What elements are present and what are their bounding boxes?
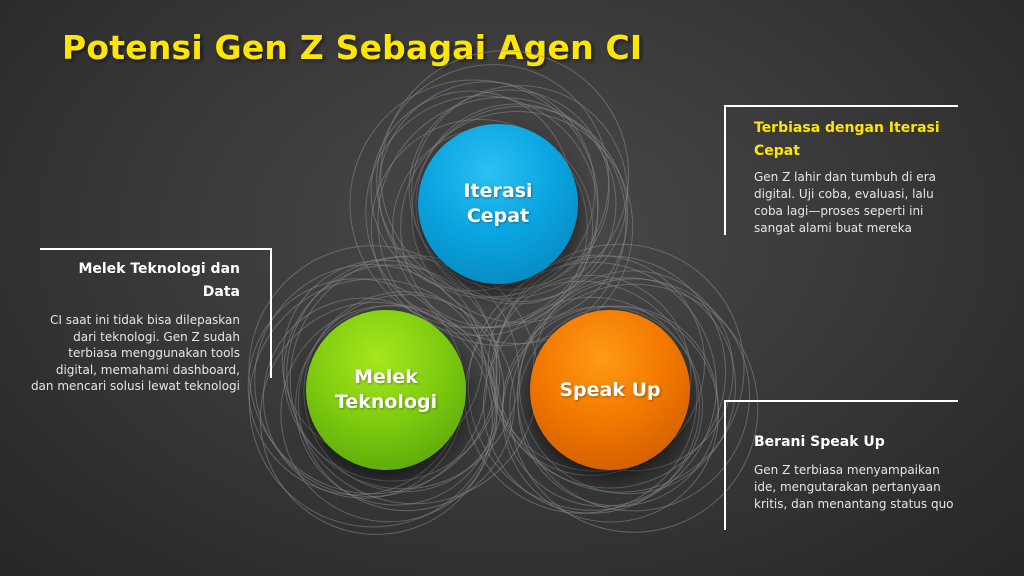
circle-iterasi-cepat: Iterasi Cepat: [418, 124, 578, 284]
decorative-ring: [495, 243, 745, 493]
decorative-ring: [259, 301, 493, 535]
panel-heading: Melek Teknologi dan Data: [78, 261, 240, 300]
decorative-ring: [408, 89, 610, 291]
decorative-ring: [411, 105, 629, 323]
panel-heading: Terbiasa dengan Iterasi Cepat: [754, 120, 940, 159]
panel-iterasi-cepat: Terbiasa dengan Iterasi Cepat Gen Z lahi…: [724, 105, 958, 235]
decorative-ring: [490, 274, 692, 476]
circle-melek-teknologi: Melek Teknologi: [306, 310, 466, 470]
circle-label-melek-teknologi: Melek Teknologi: [334, 366, 438, 413]
decorative-ring: [400, 111, 634, 344]
circle-label-iterasi-cepat: Iterasi Cepat: [463, 180, 533, 227]
decorative-ring: [411, 85, 629, 303]
circle-speak-up: Speak Up: [530, 310, 690, 470]
decorative-ring: [283, 264, 501, 482]
circle-label-speak-up: Speak Up: [559, 378, 661, 401]
decorative-ring: [286, 256, 520, 490]
decorative-ring: [248, 245, 498, 495]
decorative-ring: [297, 294, 515, 512]
decorative-ring: [483, 296, 700, 514]
decorative-ring: [519, 277, 736, 495]
decorative-ring: [493, 255, 727, 489]
panel-text: Gen Z terbiasa menyampaikan ide, menguta…: [754, 463, 954, 511]
panel-speak-up: Berani Speak Up Gen Z terbiasa menyampai…: [724, 400, 958, 530]
decorative-ring: [488, 254, 705, 472]
decorative-ring: [502, 305, 719, 523]
panel-heading: Berani Speak Up: [754, 434, 885, 450]
decorative-ring: [517, 278, 750, 512]
panel-text: Gen Z lahir dan tumbuh di era digital. U…: [754, 170, 936, 235]
decorative-ring: [509, 283, 759, 533]
panel-text: CI saat ini tidak bisa dilepaskan dari t…: [30, 313, 240, 393]
page-title: Potensi Gen Z Sebagai Agen CI: [62, 28, 643, 67]
panel-melek-teknologi: Melek Teknologi dan Data CI saat ini tid…: [31, 248, 272, 393]
